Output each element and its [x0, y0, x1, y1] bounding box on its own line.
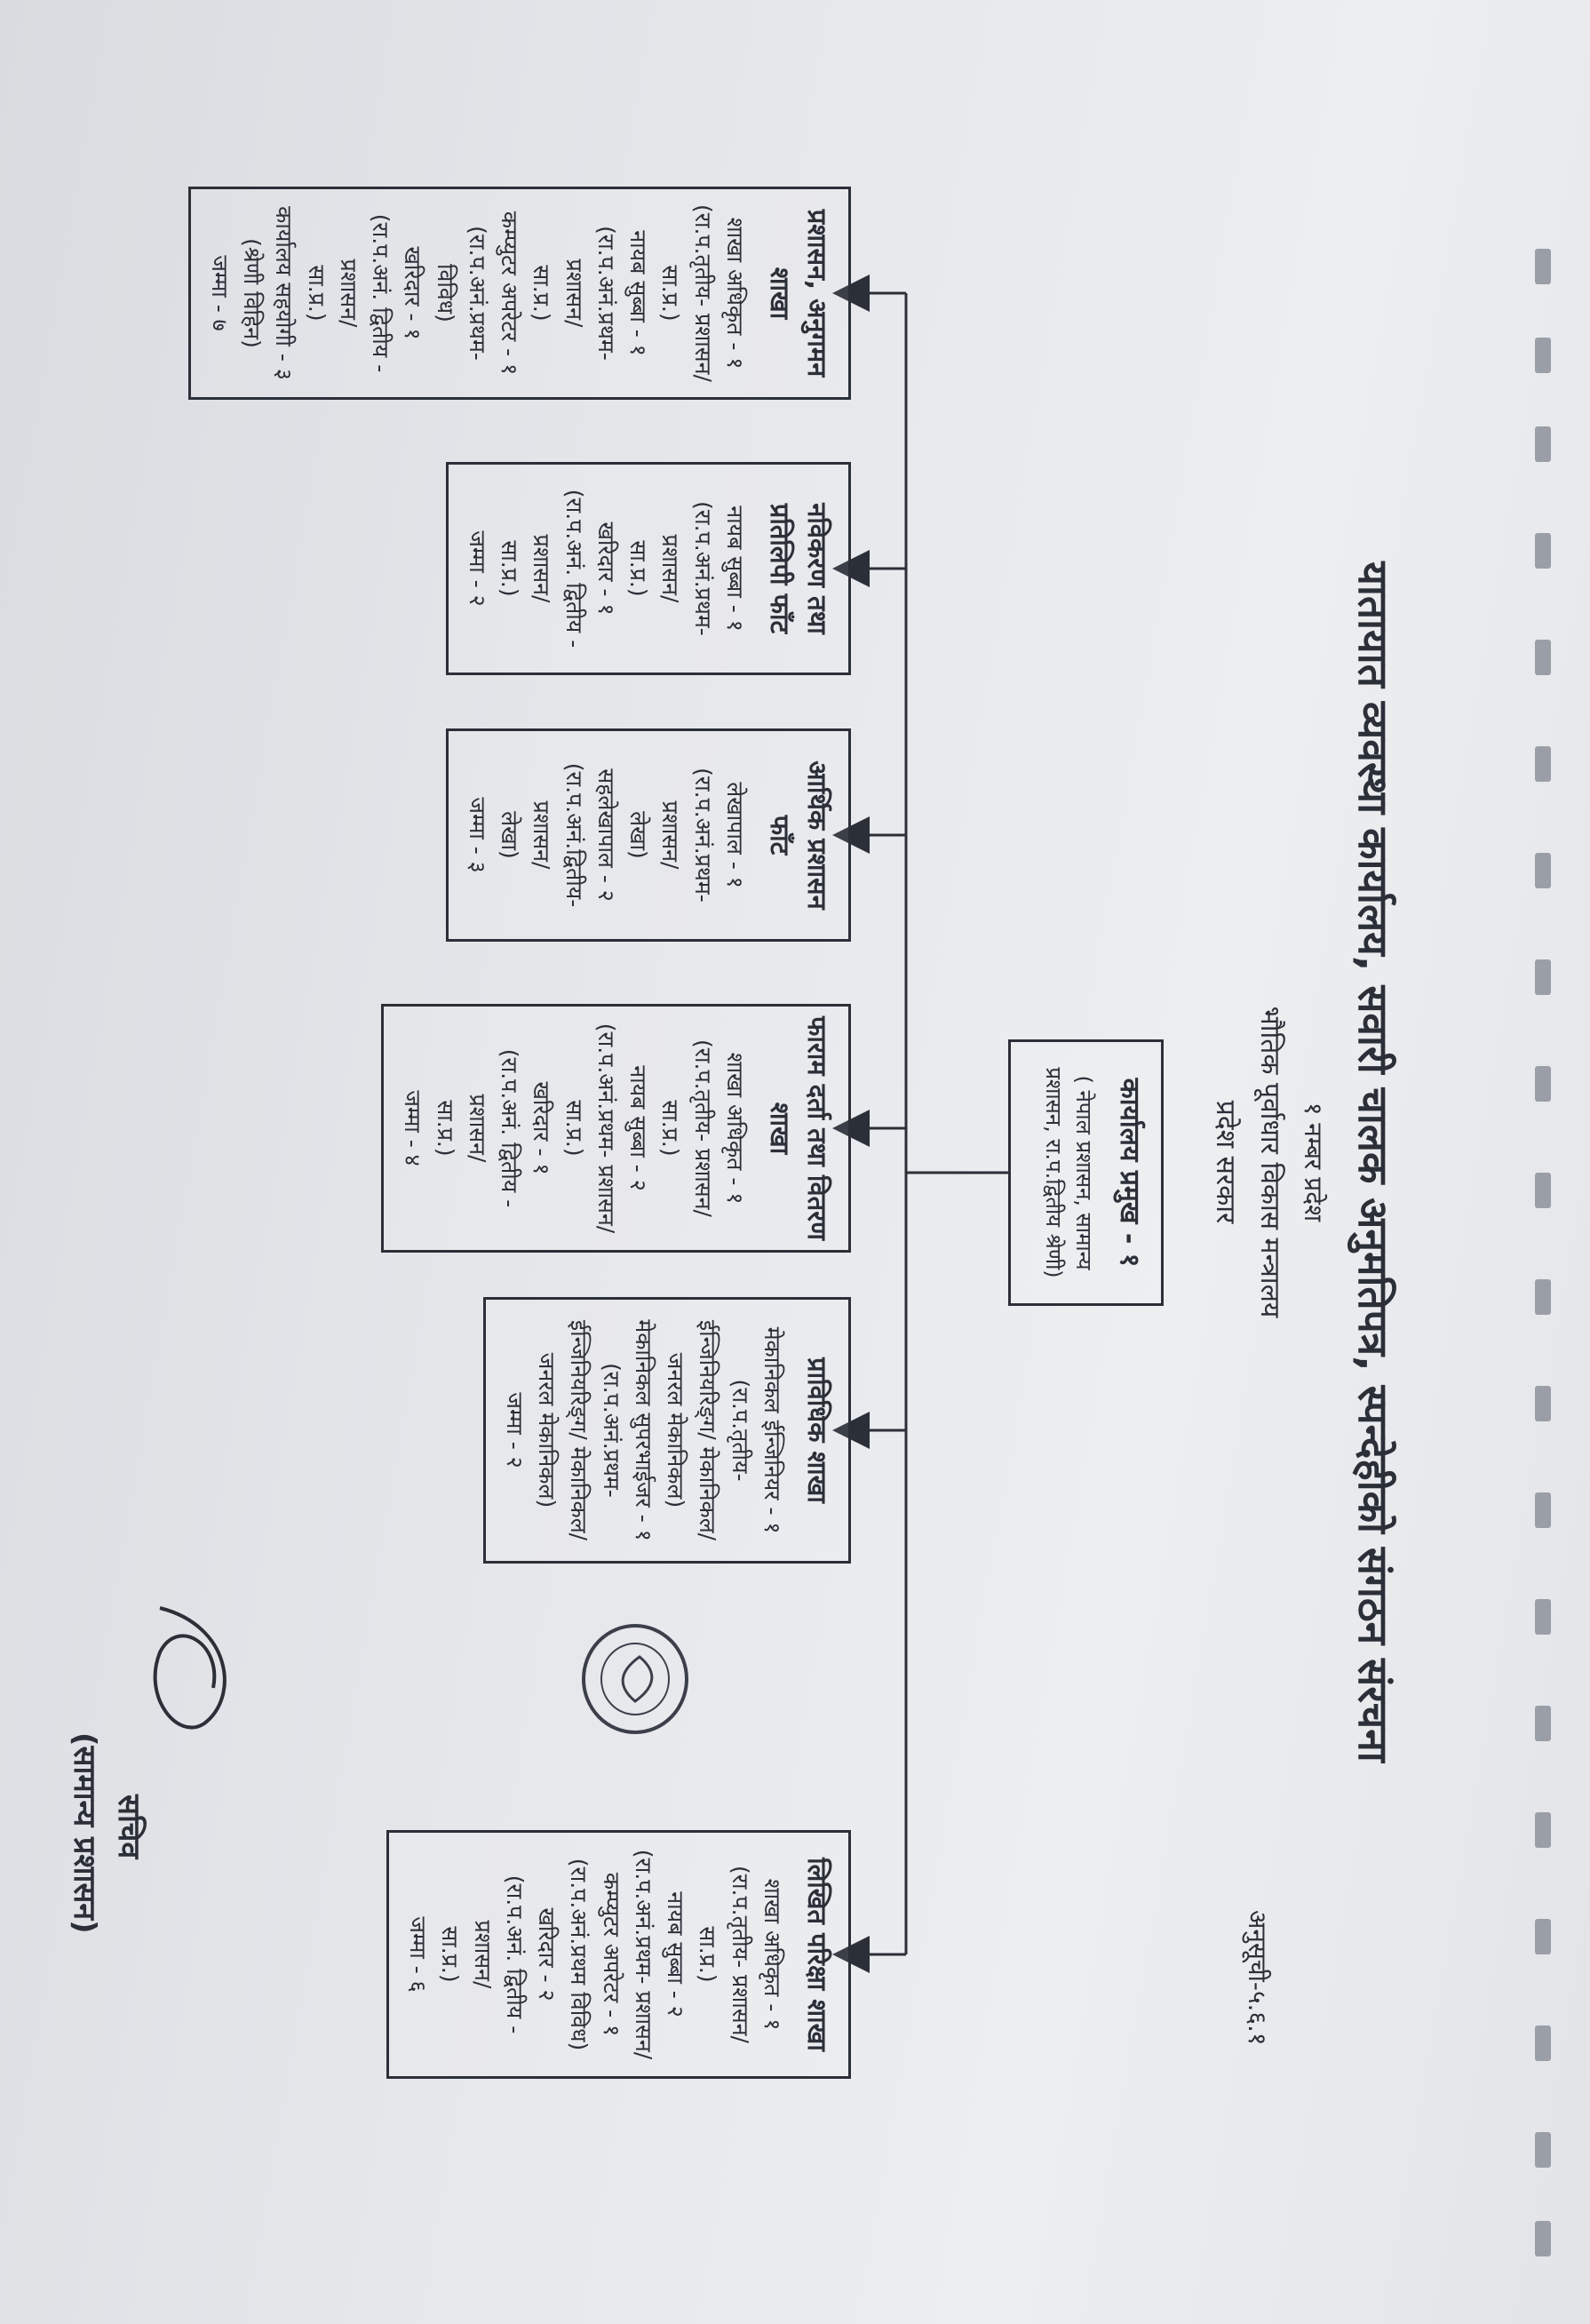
unit-line: (रा.प.अनं.प्रथम- प्रशासन/ [592, 1023, 619, 1234]
perforation-mark [1535, 1279, 1551, 1315]
unit-line: नायब सुब्बा - २ [663, 1891, 689, 2018]
perforation-mark [1535, 1386, 1551, 1421]
unit-line: (रा.प.अनं. द्वितीय - प्रशासन/ [469, 1874, 528, 2034]
unit-line: सा.प्र.) [529, 265, 555, 322]
perforation-mark [1535, 249, 1551, 284]
perforation-mark [1535, 1066, 1551, 1102]
unit-line: सा.प्र.) [657, 1100, 684, 1157]
signature-office: (सामान्य प्रशासन) [67, 1732, 102, 1934]
unit-line: (रा.प.तृतीय- प्रशासन/ [689, 1039, 716, 1217]
unit-line: शाखा अधिकृत - १ [721, 217, 748, 370]
unit-line: लेखा) [497, 811, 523, 859]
perforation-mark [1535, 1706, 1551, 1741]
unit-line: (रा.प.अनं. द्वितीय - प्रशासन/ [529, 489, 587, 649]
perforation-mark [1535, 2132, 1551, 2168]
unit-line: मेकानिकल ईन्जिनियर - १ [759, 1326, 785, 1534]
unit-line: (रा.प.अनं.प्रथम-विविध) [432, 226, 490, 361]
unit-line: खरिदार - १ [592, 521, 619, 616]
unit-line: (रा.प.अनं.प्रथम- [598, 1363, 624, 1498]
unit-line: (रा.प.अनं.प्रथम- प्रशासन/ [630, 1849, 656, 2060]
unit-box-4: फाराम दर्ता तथा वितरण शाखा शाखा अधिकृत - … [381, 1004, 851, 1253]
unit-line: शाखा अधिकृत - १ [759, 1878, 785, 2031]
unit-line: ईन्जिनियरिङ्‌ग/ मेकानिकल/ [566, 1319, 592, 1541]
perforation-mark [1535, 426, 1551, 462]
perforation-mark [1535, 746, 1551, 782]
unit-line: खरिदार - १ [529, 1081, 555, 1175]
unit-line: जम्मा - ७ [206, 255, 233, 331]
unit-title: नविकरण तथा प्रतिलिपी फाँट [764, 503, 832, 634]
perforation-mark [1535, 853, 1551, 888]
unit-line: जम्मा - २ [464, 530, 490, 607]
unit-line: (रा.प.तृतीय- प्रशासन/सा.प्र.) [695, 1866, 753, 2043]
unit-title: आर्थिक प्रशासन फाँट [764, 760, 832, 910]
perforation-mark [1535, 959, 1551, 995]
perforation-mark [1535, 1599, 1551, 1635]
unit-line: (रा.प.अनं. द्वितीय - प्रशासन/ [464, 1048, 523, 1208]
unit-line: खरिदार - १ [400, 246, 426, 340]
unit-line: (रा.प.तृतीय- [727, 1379, 753, 1482]
office-head-detail: ( नेपाल प्रशासन, सामान्य प्रशासन, रा.प.द… [1040, 1067, 1097, 1278]
unit-line: (श्रेणी विहिन) [239, 238, 266, 348]
unit-line: सा.प्र.) [303, 265, 330, 322]
unit-title: लिखित परिक्षा शाखा [802, 1858, 832, 2051]
unit-line: मेकानिकल सुपरभाईजर - १ [630, 1319, 656, 1541]
unit-line: (रा.प.अनं.प्रथम- प्रशासन/ [657, 768, 716, 903]
perforation-mark [1535, 2026, 1551, 2061]
unit-line: जम्मा - ३ [464, 797, 490, 873]
unit-box-6: लिखित परिक्षा शाखा शाखा अधिकृत - १(रा.प.त… [386, 1830, 851, 2079]
unit-title: प्राविधिक शाखा [802, 1357, 832, 1503]
perforation-mark [1535, 640, 1551, 675]
signature-role: सचिव [111, 1795, 147, 1859]
unit-line: (रा.प.तृतीय- प्रशासन/सा.प्र.) [657, 204, 716, 382]
signature-scribble [153, 1606, 227, 1730]
official-seal [582, 1624, 688, 1734]
perforation-mark [1535, 2221, 1551, 2256]
unit-line: जम्मा - ४ [400, 1090, 426, 1166]
unit-line: ईन्जिनियरिङ्‌ग/ मेकानिकल/ [695, 1319, 721, 1541]
unit-line: (रा.प.अनं.प्रथम- प्रशासन/ [560, 226, 619, 361]
unit-line: कम्प्युटर अपरेटर - १ [598, 1872, 624, 2037]
unit-box-1: प्रशासन, अनुगमन शाखाशाखा अधिकृत - १(रा.प… [187, 187, 851, 400]
perforation-mark [1535, 338, 1551, 373]
unit-line: लेखा) [625, 811, 652, 859]
unit-line: (रा.प.अनं. द्वितीय - प्रशासन/ [335, 213, 394, 373]
unit-box-5: प्राविधिक शाखामेकानिकल ईन्जिनियर - १(रा.… [482, 1297, 851, 1564]
unit-line: सा.प्र.) [497, 540, 523, 597]
unit-line: कम्प्युटर अपरेटर - १ [497, 211, 523, 376]
unit-line: कार्यालय सहयोगी - ३ [271, 206, 298, 380]
unit-line: सा.प्र.) [625, 540, 652, 597]
unit-title: फाराम दर्ता तथा वितरण शाखा [764, 1016, 832, 1240]
unit-line: (रा.प.अनं.द्वितीय- प्रशासन/ [529, 762, 587, 908]
perforation-mark [1535, 1492, 1551, 1528]
perforation-mark [1535, 1173, 1551, 1208]
unit-line: (रा.प.अनं.प्रथम विविध) [566, 1858, 592, 2051]
unit-line: लेखापाल - १ [721, 782, 748, 888]
unit-line: जनरल मेकानिकल) [663, 1352, 689, 1508]
unit-line: नायब सुब्बा - २ [625, 1065, 652, 1191]
unit-line: खरिदार - २ [534, 1907, 560, 2002]
unit-line: सा.प्र.) [437, 1926, 464, 1983]
perforation-mark [1535, 1919, 1551, 1954]
unit-line: जम्मा - २ [501, 1392, 528, 1468]
unit-line: जनरल मेकानिकल) [534, 1352, 560, 1508]
signature-area: सचिव (सामान्य प्रशासन) [27, 1599, 227, 2061]
unit-line: सा.प्र.) [560, 1100, 587, 1157]
unit-line: शाखा अधिकृत - १ [721, 1052, 748, 1205]
office-head-title: कार्यालय प्रमुख - १ [1114, 1078, 1145, 1268]
perforation-mark [1535, 1812, 1551, 1848]
unit-box-2: नविकरण तथा प्रतिलिपी फाँट नायब सुब्बा - १… [445, 462, 851, 675]
perforation-mark [1535, 533, 1551, 569]
unit-line: नायब सुब्बा - १ [625, 230, 652, 356]
unit-title: प्रशासन, अनुगमन शाखा [764, 209, 832, 378]
unit-line: नायब सुब्बा - १ [721, 505, 748, 632]
unit-line: सा.प्र.) [432, 1100, 458, 1157]
unit-line: जम्मा - ६ [405, 1916, 432, 1993]
office-head-box: कार्यालय प्रमुख - १ ( नेपाल प्रशासन, साम… [1008, 1039, 1164, 1306]
unit-line: सहलेखापाल - २ [592, 768, 619, 902]
unit-line: (रा.प.अनं.प्रथम- प्रशासन/ [657, 501, 716, 636]
